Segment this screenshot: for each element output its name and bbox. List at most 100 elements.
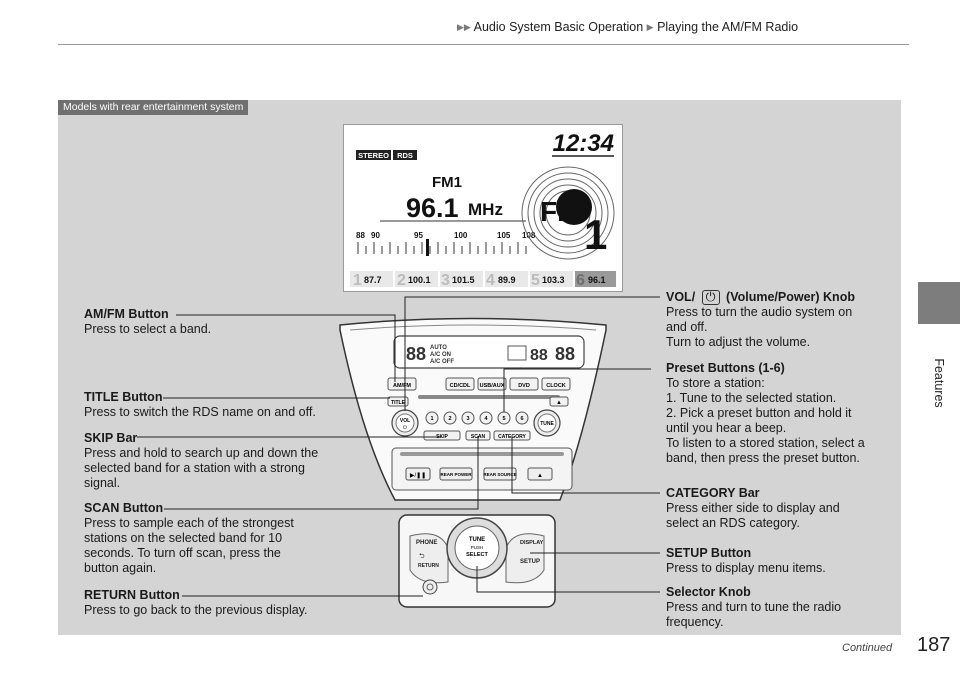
scale-label: 88 [356,231,365,240]
leader-category [511,436,660,494]
title-button[interactable] [387,396,409,407]
knob-label-line: PUSH [471,545,484,550]
climate-digits: 88 [406,344,426,364]
scale-label: 100 [454,231,468,240]
rear-source-button[interactable] [483,467,517,481]
leader-selector [476,566,660,593]
disc-slot [418,395,560,399]
frequency-value: 96.1 [406,193,459,223]
tune-knob-label: TUNE [540,421,554,427]
preset-number: 6 [576,272,585,289]
callout-skip-title: SKIP Bar [84,431,138,445]
eject-icon: ▲ [537,473,543,479]
preset-number: 3 [441,272,450,289]
preset-frequency: 103.3 [542,275,565,285]
preset-frequency: 89.9 [498,275,516,285]
dvd-slot [400,452,564,456]
stereo-badge-text: STEREO [358,151,389,160]
preset-frequency: 100.1 [408,275,431,285]
usb-aux-button[interactable] [477,377,507,391]
preset-button-6[interactable] [515,411,529,425]
callout-vol-title-b: (Volume/Power) Knob [726,290,855,304]
preset-button-2[interactable] [443,411,457,425]
callout-scan-title: SCAN Button [84,501,164,515]
left-button-pad [409,533,449,584]
callout-title-title: TITLE Button [84,390,163,404]
preset-button-label: 2 [448,416,451,422]
skip-bar[interactable] [423,430,461,441]
return-button[interactable] [422,579,438,595]
scale-label: 95 [414,231,423,240]
header-rule [58,44,909,45]
preset-button-4[interactable] [479,411,493,425]
callout-skip-desc: Press and hold to search up and down the… [84,446,319,490]
usb-aux-button-label: USB/AUX [480,383,505,389]
big-preset-number: 1 [584,211,607,258]
band-label: FM1 [432,174,462,191]
callout-title-desc: Press to switch the RDS name on and off. [84,405,316,419]
clock-button[interactable] [541,377,571,391]
preset-frequency: 96.1 [588,275,606,285]
callout-preset-step2: 2. Pick a preset button and hold it unti… [666,406,852,435]
preset-cell-selected [575,271,616,287]
preset-number: 4 [486,272,495,289]
callout-category-desc: Press either side to display and select … [666,501,840,530]
callout-preset: Preset Buttons (1-6) To store a station:… [666,361,902,466]
display-button-label[interactable]: DISPLAY [520,540,544,546]
callout-amfm-desc: Press to select a band. [84,322,212,336]
amfm-button-label: AM/FM [393,383,411,389]
leader-scan [164,436,479,510]
preset-number: 2 [397,272,406,289]
rear-power-button[interactable] [439,467,473,481]
callout-preset-step1: 1. Tune to the selected station. [666,391,837,405]
leader-amfm [176,314,396,382]
preset-cell [440,271,483,287]
panel-label: Models with rear entertainment system [58,100,249,115]
preset-frequency: 87.7 [364,275,382,285]
rear-source-label: REAR SOURCE [483,472,516,477]
setup-button-label[interactable]: SETUP [520,559,540,565]
climate-icon [507,345,527,361]
callout-selector-title: Selector Knob [666,585,751,599]
rear-play-button[interactable] [405,467,431,481]
vol-knob-label: VOL [400,418,410,424]
breadcrumb-section: Audio System Basic Operation [473,20,644,34]
clock-button-label: CLOCK [546,383,566,389]
callout-category-title: CATEGORY Bar [666,486,760,500]
big-band-text: FM [540,196,580,227]
rear-eject-button[interactable] [527,467,553,481]
rds-badge-text: RDS [397,151,413,160]
callout-scan-desc: Press to sample each of the strongest st… [84,516,294,575]
power-icon: ⏻ [701,290,720,305]
callout-selector: Selector Knob Press and turn to tune the… [666,585,902,630]
tune-knob-inner [537,413,557,433]
scale-label: 105 [497,231,511,240]
climate-display [393,335,585,369]
preset-number: 1 [353,272,362,289]
scale-label: 108 [522,231,536,240]
preset-button-1[interactable] [425,411,439,425]
callout-amfm: AM/FM Button Press to select a band. [84,307,344,337]
right-button-pad [505,533,545,584]
return-button-label[interactable]: RETURN [418,563,439,569]
tuning-needle [426,239,429,256]
callout-vol: VOL/ ⏻ (Volume/Power) Knob Press to turn… [666,290,902,350]
dvd-button[interactable] [509,377,539,391]
preset-button-3[interactable] [461,411,475,425]
cd-button[interactable] [445,377,475,391]
leader-lines [137,296,660,597]
preset-cell [395,271,438,287]
callout-skip: SKIP Bar Press and hold to search up and… [84,431,354,491]
tuning-scale [357,242,527,254]
head-unit: 88 AUTO A/C ON A/C OFF 88 88 AM/FM CD/CD… [339,317,607,501]
climate-digits: 88 [530,347,548,364]
preset-cell [530,271,573,287]
leader-vol [404,296,660,411]
eject-button[interactable] [549,396,569,407]
callout-return-desc: Press to go back to the previous display… [84,603,308,617]
title-button-label: TITLE [391,400,406,406]
callout-amfm-title: AM/FM Button [84,307,169,321]
callout-title: TITLE Button Press to switch the RDS nam… [84,390,344,420]
knob-label-line: SELECT [466,552,488,558]
preset-button-label: 6 [520,416,523,422]
